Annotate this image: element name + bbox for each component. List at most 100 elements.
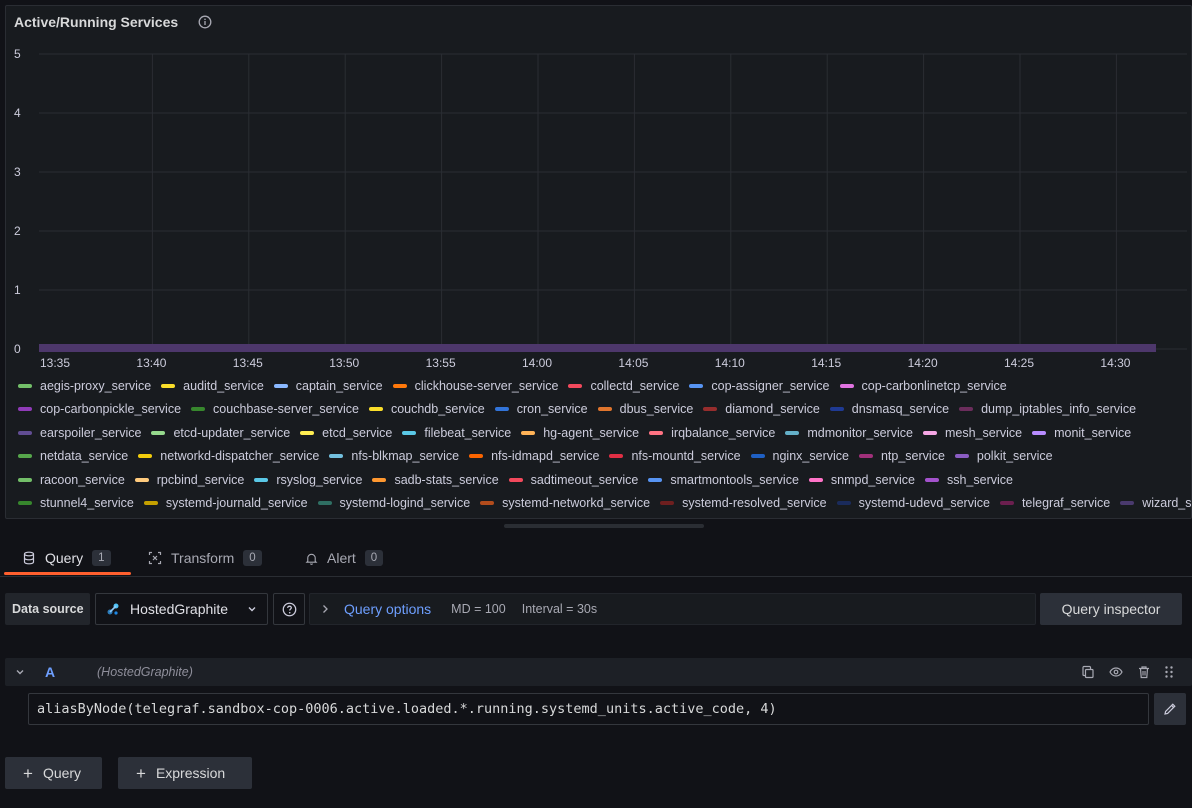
legend-item[interactable]: telegraf_service [999,496,1110,510]
legend-item[interactable]: nfs-idmapd_service [469,449,599,463]
datasource-label: Data source [5,593,90,625]
legend-item[interactable]: snmpd_service [808,472,915,487]
y-tick-label: 4 [14,106,21,120]
legend-item[interactable]: captain_service [273,379,383,393]
legend-item[interactable]: sadtimeout_service [508,473,638,487]
trash-icon[interactable] [1137,665,1151,679]
legend-item[interactable]: filebeat_service [402,426,511,440]
legend-swatch [703,407,718,412]
legend-swatch [18,454,32,459]
legend-item[interactable]: rsyslog_service [254,473,362,487]
query-options-toggle[interactable]: Query options MD = 100 Interval = 30s [309,593,1036,625]
chart-legend: aegis-proxy_service auditd_service captain… [18,374,1192,515]
legend-item[interactable]: auditd_service [161,379,264,393]
legend-item[interactable]: mdmonitor_service [785,426,913,440]
query-ref-id[interactable]: A [45,664,56,680]
legend-label: systemd-logind_service [339,496,471,511]
info-icon[interactable] [198,15,212,29]
legend-item[interactable]: diamond_service [703,402,820,416]
legend-item[interactable]: cop-carbonlinetcp_service [839,379,1007,393]
legend-item[interactable]: clickhouse-server_service [392,379,558,393]
collapse-chevron-icon[interactable] [14,666,26,678]
legend-swatch [660,501,675,506]
legend-item[interactable]: etcd-updater_service [151,426,290,440]
legend-item[interactable]: polkit_service [954,449,1053,463]
legend-label: cron_service [516,402,588,417]
legend-swatch [785,430,800,435]
legend-item[interactable]: networkd-dispatcher_service [138,449,319,463]
legend-label: stunnel4_service [40,496,134,511]
x-tick-label: 14:25 [1004,356,1034,370]
legend-swatch [649,430,664,435]
datasource-selected: HostedGraphite [130,601,229,617]
legend-item[interactable]: systemd-resolved_service [660,496,827,510]
legend-item[interactable]: nfs-blkmap_service [329,449,459,463]
legend-item[interactable]: sadb-stats_service [372,473,499,487]
legend-item[interactable]: systemd-udevd_service [836,496,990,510]
legend-swatch [18,383,32,388]
tab-alert-count: 0 [364,550,384,566]
datasource-picker[interactable]: HostedGraphite [95,593,268,625]
legend-item[interactable]: rpcbind_service [134,473,244,487]
duplicate-icon[interactable] [1081,665,1095,679]
pencil-icon [1164,703,1176,715]
legend-item[interactable]: cron_service [494,402,588,417]
legend-item[interactable]: cop-carbonpickle_service [18,402,181,416]
legend-item[interactable]: dnsmasq_service [829,402,949,416]
x-tick-label: 14:05 [618,356,648,370]
legend-label: snmpd_service [830,472,915,487]
legend-item[interactable]: nginx_service [750,449,849,464]
legend-item[interactable]: racoon_service [18,473,125,487]
legend-item[interactable]: systemd-networkd_service [480,496,650,510]
legend-swatch [808,477,823,482]
legend-item[interactable]: smartmontools_service [648,473,799,487]
datasource-help-button[interactable] [273,593,305,625]
legend-item[interactable]: netdata_service [18,449,128,463]
x-tick-label: 14:00 [522,356,552,370]
legend-item[interactable]: aegis-proxy_service [18,379,151,393]
add-query-button[interactable]: + Query [5,757,102,789]
legend-item[interactable]: wizard_service [1120,496,1192,510]
legend-item[interactable]: nfs-mountd_service [609,449,741,463]
legend-swatch [521,430,536,435]
legend-item[interactable]: dbus_service [597,402,693,416]
edit-query-button[interactable] [1154,693,1186,725]
legend-item[interactable]: ssh_service [924,473,1013,487]
legend-item[interactable]: hg-agent_service [521,426,639,440]
legend-swatch [18,501,32,506]
legend-item[interactable]: etcd_service [300,426,392,440]
y-tick-label: 1 [14,283,21,297]
x-tick-label: 13:35 [40,356,70,370]
legend-item[interactable]: dump_iptables_info_service [959,402,1136,416]
legend-item[interactable]: couchdb_service [368,402,485,416]
eye-icon[interactable] [1109,665,1123,679]
legend-label: couchbase-server_service [213,402,359,417]
legend-item[interactable]: mesh_service [922,426,1022,440]
x-tick-label: 13:50 [329,356,359,370]
legend-item[interactable]: systemd-journald_service [143,496,308,510]
legend-item[interactable]: irqbalance_service [649,426,775,440]
tab-transform[interactable]: Transform 0 [148,540,262,576]
legend-label: nginx_service [772,449,849,464]
legend-label: systemd-networkd_service [502,496,651,511]
tab-alert[interactable]: Alert 0 [305,540,384,576]
legend-swatch [329,454,344,459]
legend-swatch [317,501,332,506]
drag-handle-icon[interactable] [1162,665,1176,679]
legend-label: irqbalance_service [671,425,776,440]
tab-query[interactable]: Query 1 [22,540,111,576]
pane-resize-handle[interactable] [504,524,704,528]
legend-item[interactable]: cop-assigner_service [689,379,830,393]
query-expression-input[interactable]: aliasByNode(telegraf.sandbox-cop-0006.ac… [28,693,1149,725]
add-expression-button[interactable]: + Expression [118,757,252,789]
legend-item[interactable]: couchbase-server_service [191,402,359,416]
legend-item[interactable]: ntp_service [858,449,945,463]
query-inspector-button[interactable]: Query inspector [1040,593,1182,625]
legend-swatch [609,454,624,459]
legend-item[interactable]: monit_service [1032,426,1131,440]
legend-item[interactable]: collectd_service [568,379,679,393]
legend-item[interactable]: stunnel4_service [18,496,134,510]
legend-item[interactable]: systemd-logind_service [317,496,471,511]
legend-item[interactable]: earspoiler_service [18,426,141,440]
